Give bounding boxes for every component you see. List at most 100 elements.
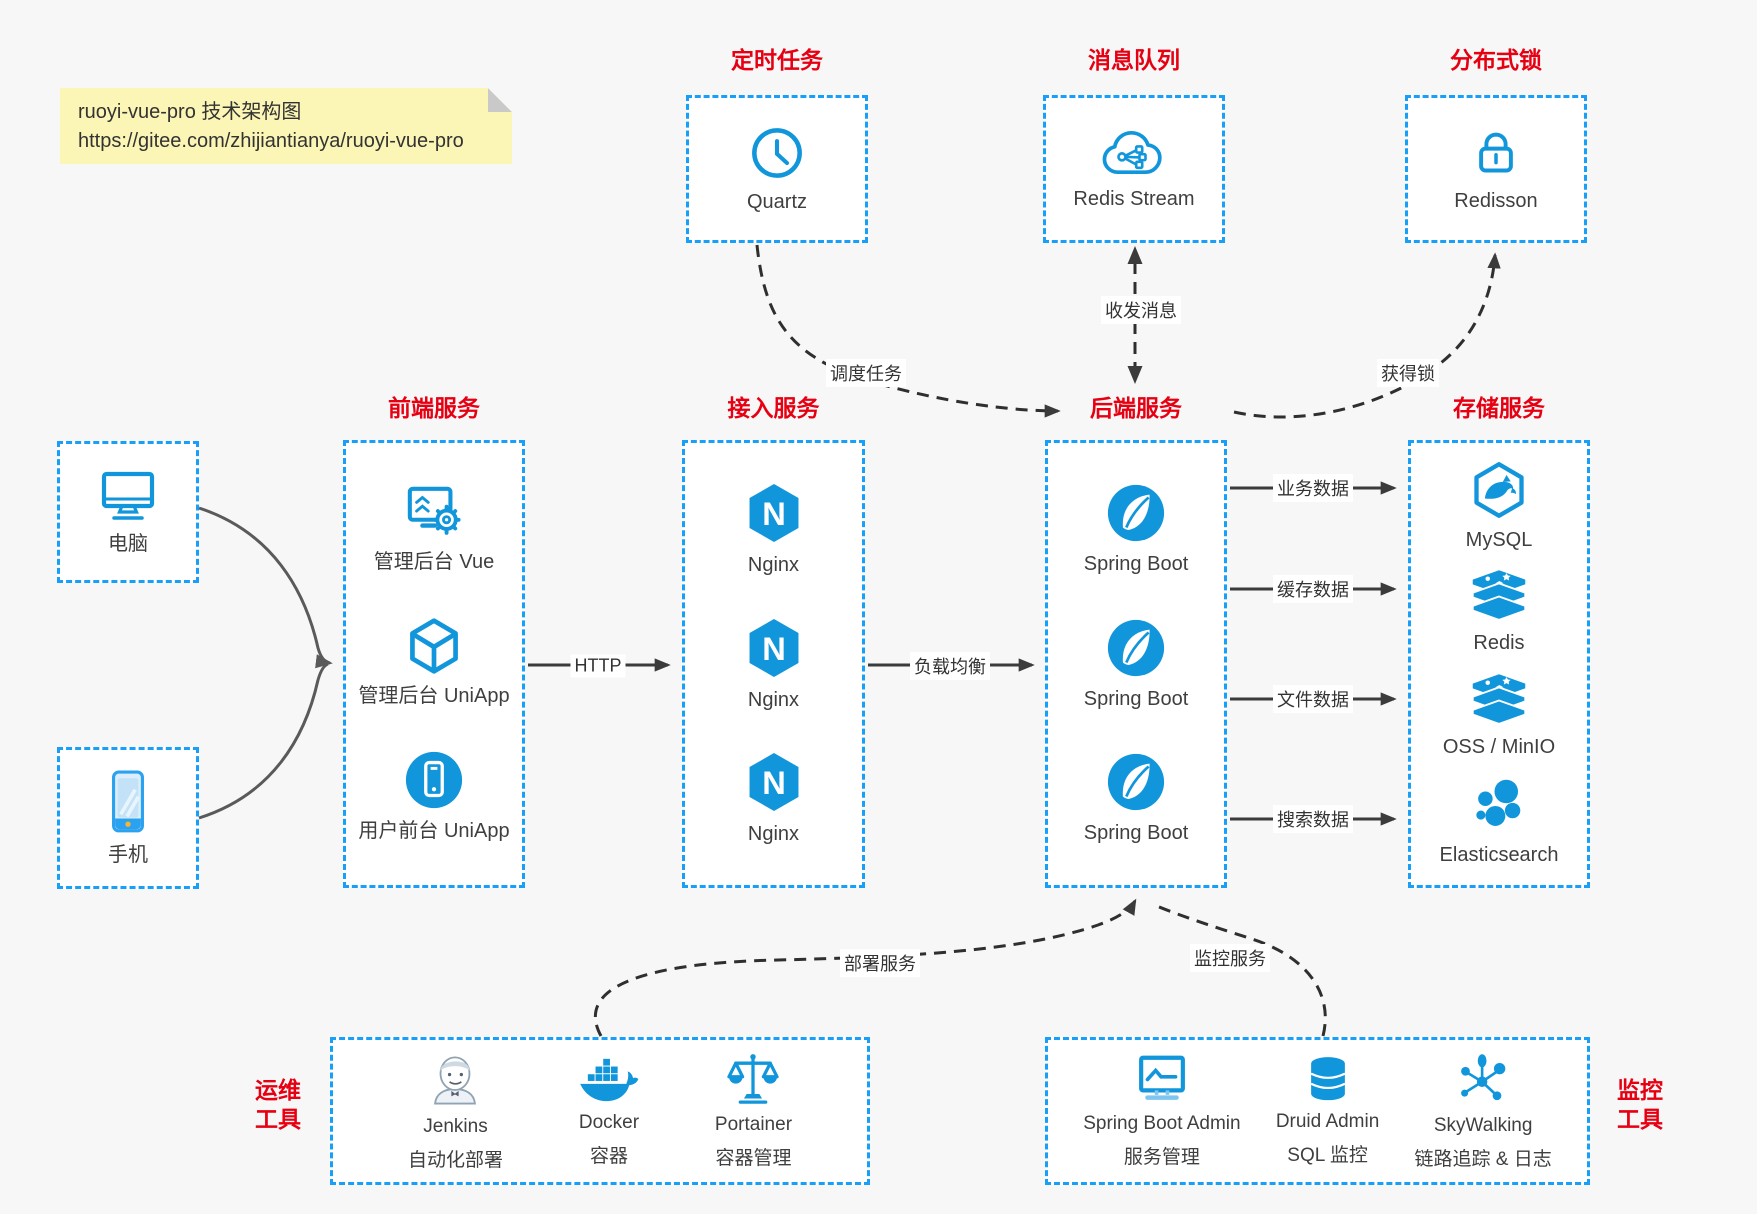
svg-text:N: N [762, 764, 786, 801]
title-frontend-services: 前端服务 [388, 395, 480, 421]
item-label: Redis Stream [1073, 188, 1195, 210]
item-desc: SQL 监控 [1287, 1145, 1368, 1166]
group-ops-tools: Jenkins 自动化部署 Docker 容器 [330, 1037, 870, 1185]
item-desc: 自动化部署 [407, 1149, 503, 1171]
item-label: Quartz [746, 190, 808, 213]
item-spring-boot-2: Spring Boot [1083, 617, 1189, 712]
item-label: Druid Admin [1275, 1111, 1380, 1132]
item-desc: 链路追踪 & 日志 [1414, 1148, 1552, 1170]
item-label: SkyWalking [1433, 1114, 1533, 1136]
item-spring-boot-3: Spring Boot [1083, 751, 1189, 846]
oss-icon [1469, 673, 1529, 727]
item-label: Elasticsearch [1439, 843, 1559, 866]
item-admin-vue: 管理后台 Vue [374, 484, 494, 575]
edge-label-business-data: 业务数据 [1273, 474, 1353, 502]
item-spring-boot-1: Spring Boot [1083, 482, 1189, 577]
spring-boot-admin-icon [1133, 1053, 1191, 1106]
title-distributed-lock: 分布式锁 [1450, 47, 1542, 73]
elasticsearch-icon [1470, 777, 1528, 835]
item-computer: 电脑 [96, 468, 160, 557]
item-label: Docker [578, 1111, 640, 1133]
client-phone: 手机 [57, 747, 199, 889]
item-label: Spring Boot [1083, 553, 1189, 576]
item-quartz: Quartz [747, 124, 807, 215]
item-label: Redis [1473, 632, 1525, 655]
edge-label-monitor-service: 监控服务 [1190, 944, 1270, 972]
item-admin-uniapp: 管理后台 UniApp [358, 616, 510, 709]
item-nginx-2: N Nginx [745, 616, 803, 713]
item-label: 电脑 [108, 532, 148, 555]
edge-label-send-receive-message: 收发消息 [1101, 296, 1181, 324]
title-access-services: 接入服务 [727, 395, 820, 421]
spring-boot-icon [1105, 482, 1167, 544]
nginx-icon: N [745, 750, 803, 814]
item-spring-boot-admin: Spring Boot Admin 服务管理 [1083, 1053, 1241, 1169]
docker-icon [578, 1055, 640, 1105]
item-label: 管理后台 UniApp [358, 684, 510, 707]
group-access-services: N Nginx N Nginx N Nginx [682, 440, 865, 888]
item-desc: 容器 [589, 1145, 628, 1167]
edge-label-http: HTTP [570, 654, 626, 678]
item-desc: 容器管理 [715, 1148, 792, 1169]
item-portainer: Portainer 容器管理 [715, 1052, 792, 1170]
note-title: ruoyi-vue-pro 技术架构图 [78, 101, 302, 123]
edge-phone-to-frontend [198, 662, 329, 820]
group-frontend-services: 管理后台 Vue 管理后台 UniApp 用户前台 UniApp [343, 440, 525, 888]
item-label: Portainer [714, 1114, 793, 1135]
item-redisson: Redisson [1454, 125, 1538, 214]
title-scheduled-task: 定时任务 [731, 47, 823, 73]
item-label: Jenkins [423, 1115, 488, 1137]
item-redis-stream: Redis Stream [1073, 126, 1195, 212]
item-phone: 手机 [107, 769, 149, 868]
edge-label-schedule-task: 调度任务 [826, 359, 906, 387]
edge-label-cache-data: 缓存数据 [1273, 575, 1353, 603]
group-storage-services: MySQL Redis [1408, 440, 1590, 888]
redis-icon [1469, 570, 1529, 623]
item-docker: Docker 容器 [578, 1055, 640, 1168]
nginx-icon: N [745, 616, 803, 680]
edge-acquire-lock-curve [1233, 252, 1501, 419]
title-backend-services: 后端服务 [1090, 395, 1182, 421]
item-elasticsearch: Elasticsearch [1439, 777, 1559, 868]
skywalking-icon [1455, 1052, 1511, 1108]
edge-label-load-balance: 负载均衡 [910, 652, 990, 680]
group-backend-services: Spring Boot Spring Boot Spring Boot [1045, 440, 1227, 888]
item-mysql: MySQL [1466, 460, 1532, 553]
item-label: Nginx [747, 688, 800, 711]
portainer-icon [724, 1052, 782, 1107]
spring-boot-icon [1105, 751, 1167, 813]
title-ops-tools: 运维 工具 [255, 1077, 301, 1132]
jenkins-icon [426, 1051, 484, 1109]
item-skywalking: SkyWalking 链路追踪 & 日志 [1415, 1052, 1552, 1171]
edge-schedule-task-curve [755, 244, 1061, 418]
spring-boot-icon [1105, 617, 1167, 679]
item-label: 手机 [108, 843, 148, 866]
item-label: Spring Boot [1083, 687, 1189, 710]
edge-label-deploy-service: 部署服务 [840, 949, 920, 977]
item-nginx-3: N Nginx [745, 750, 803, 847]
smartphone-icon [107, 769, 149, 835]
item-label: Spring Boot [1083, 821, 1189, 844]
monitor-icon [96, 468, 160, 524]
group-monitoring-tools: Spring Boot Admin 服务管理 Druid Admin SQL 监… [1045, 1037, 1590, 1185]
item-redis: Redis [1469, 570, 1529, 656]
edge-label-search-data: 搜索数据 [1273, 805, 1353, 833]
item-label: Spring Boot Admin [1083, 1113, 1241, 1134]
edge-computer-to-frontend [198, 506, 333, 669]
group-distributed-lock: Redisson [1405, 95, 1587, 243]
item-druid-admin: Druid Admin SQL 监控 [1275, 1055, 1380, 1167]
item-label: OSS / MinIO [1442, 735, 1556, 758]
clock-icon [748, 124, 806, 182]
client-computer: 电脑 [57, 441, 199, 583]
item-jenkins: Jenkins 自动化部署 [408, 1051, 503, 1172]
arrowhead-up [1127, 246, 1143, 264]
user-app-icon [403, 749, 465, 811]
item-label: 管理后台 Vue [373, 550, 495, 573]
lock-icon [1468, 125, 1524, 181]
item-user-uniapp: 用户前台 UniApp [358, 749, 510, 844]
title-storage-services: 存储服务 [1453, 395, 1545, 421]
title-monitoring-tools: 监控 工具 [1617, 1077, 1663, 1132]
edge-label-acquire-lock: 获得锁 [1377, 359, 1439, 387]
cloud-stream-icon [1099, 126, 1169, 179]
